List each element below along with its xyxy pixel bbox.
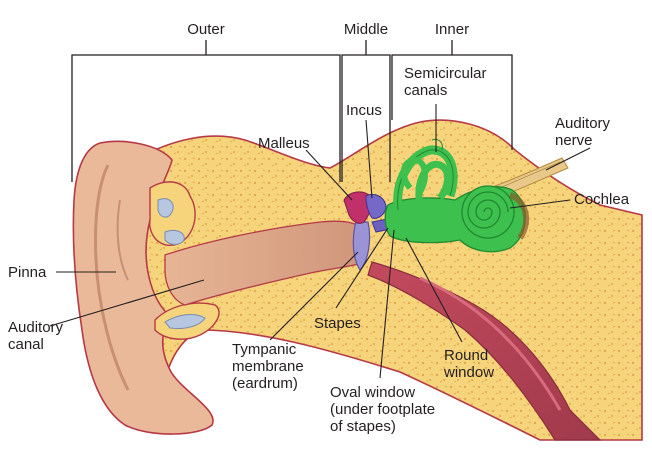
- leader-auditory-canal: [49, 279, 205, 327]
- outer-bracket: [71, 40, 341, 182]
- leader-oval-window: [379, 229, 395, 379]
- leader-cochlea: [509, 199, 571, 209]
- label-incus: Incus: [346, 102, 382, 119]
- label-round-window: Round window: [443, 347, 494, 381]
- inner-bracket: [391, 40, 513, 150]
- canal-cartilage: [149, 181, 220, 340]
- leader-auditory-nerve: [545, 147, 591, 171]
- leader-stapes: [335, 227, 389, 309]
- leader-malleus: [305, 149, 353, 201]
- middle-bracket: [341, 40, 391, 182]
- tympanic-membrane: [352, 221, 371, 271]
- label-pinna: Pinna: [8, 264, 47, 281]
- leader-round-window: [405, 237, 463, 343]
- leader-incus: [365, 119, 373, 199]
- label-stapes: Stapes: [314, 315, 361, 332]
- label-auditory-canal: Auditory canal: [8, 319, 67, 353]
- auditory-canal: [164, 220, 367, 306]
- leader-lines: [49, 104, 591, 379]
- inner-ear: [384, 139, 530, 253]
- label-malleus: Malleus: [258, 135, 310, 152]
- incus: [365, 193, 387, 219]
- cochlea: [461, 185, 515, 239]
- semicircular-canals: [393, 139, 458, 211]
- section-middle: Middle: [344, 21, 388, 38]
- label-oval-window: Oval window (under footplate of stapes): [330, 384, 439, 435]
- label-auditory-nerve: Auditory nerve: [555, 115, 614, 149]
- eustachian-tube: [367, 261, 602, 441]
- section-outer: Outer: [187, 21, 225, 38]
- leader-tympanic: [269, 251, 359, 341]
- label-cochlea: Cochlea: [574, 191, 630, 208]
- label-tympanic-membrane: Tympanic membrane (eardrum): [232, 341, 308, 392]
- label-semicircular-canals: Semicircular canals: [404, 65, 491, 99]
- section-inner: Inner: [435, 21, 469, 38]
